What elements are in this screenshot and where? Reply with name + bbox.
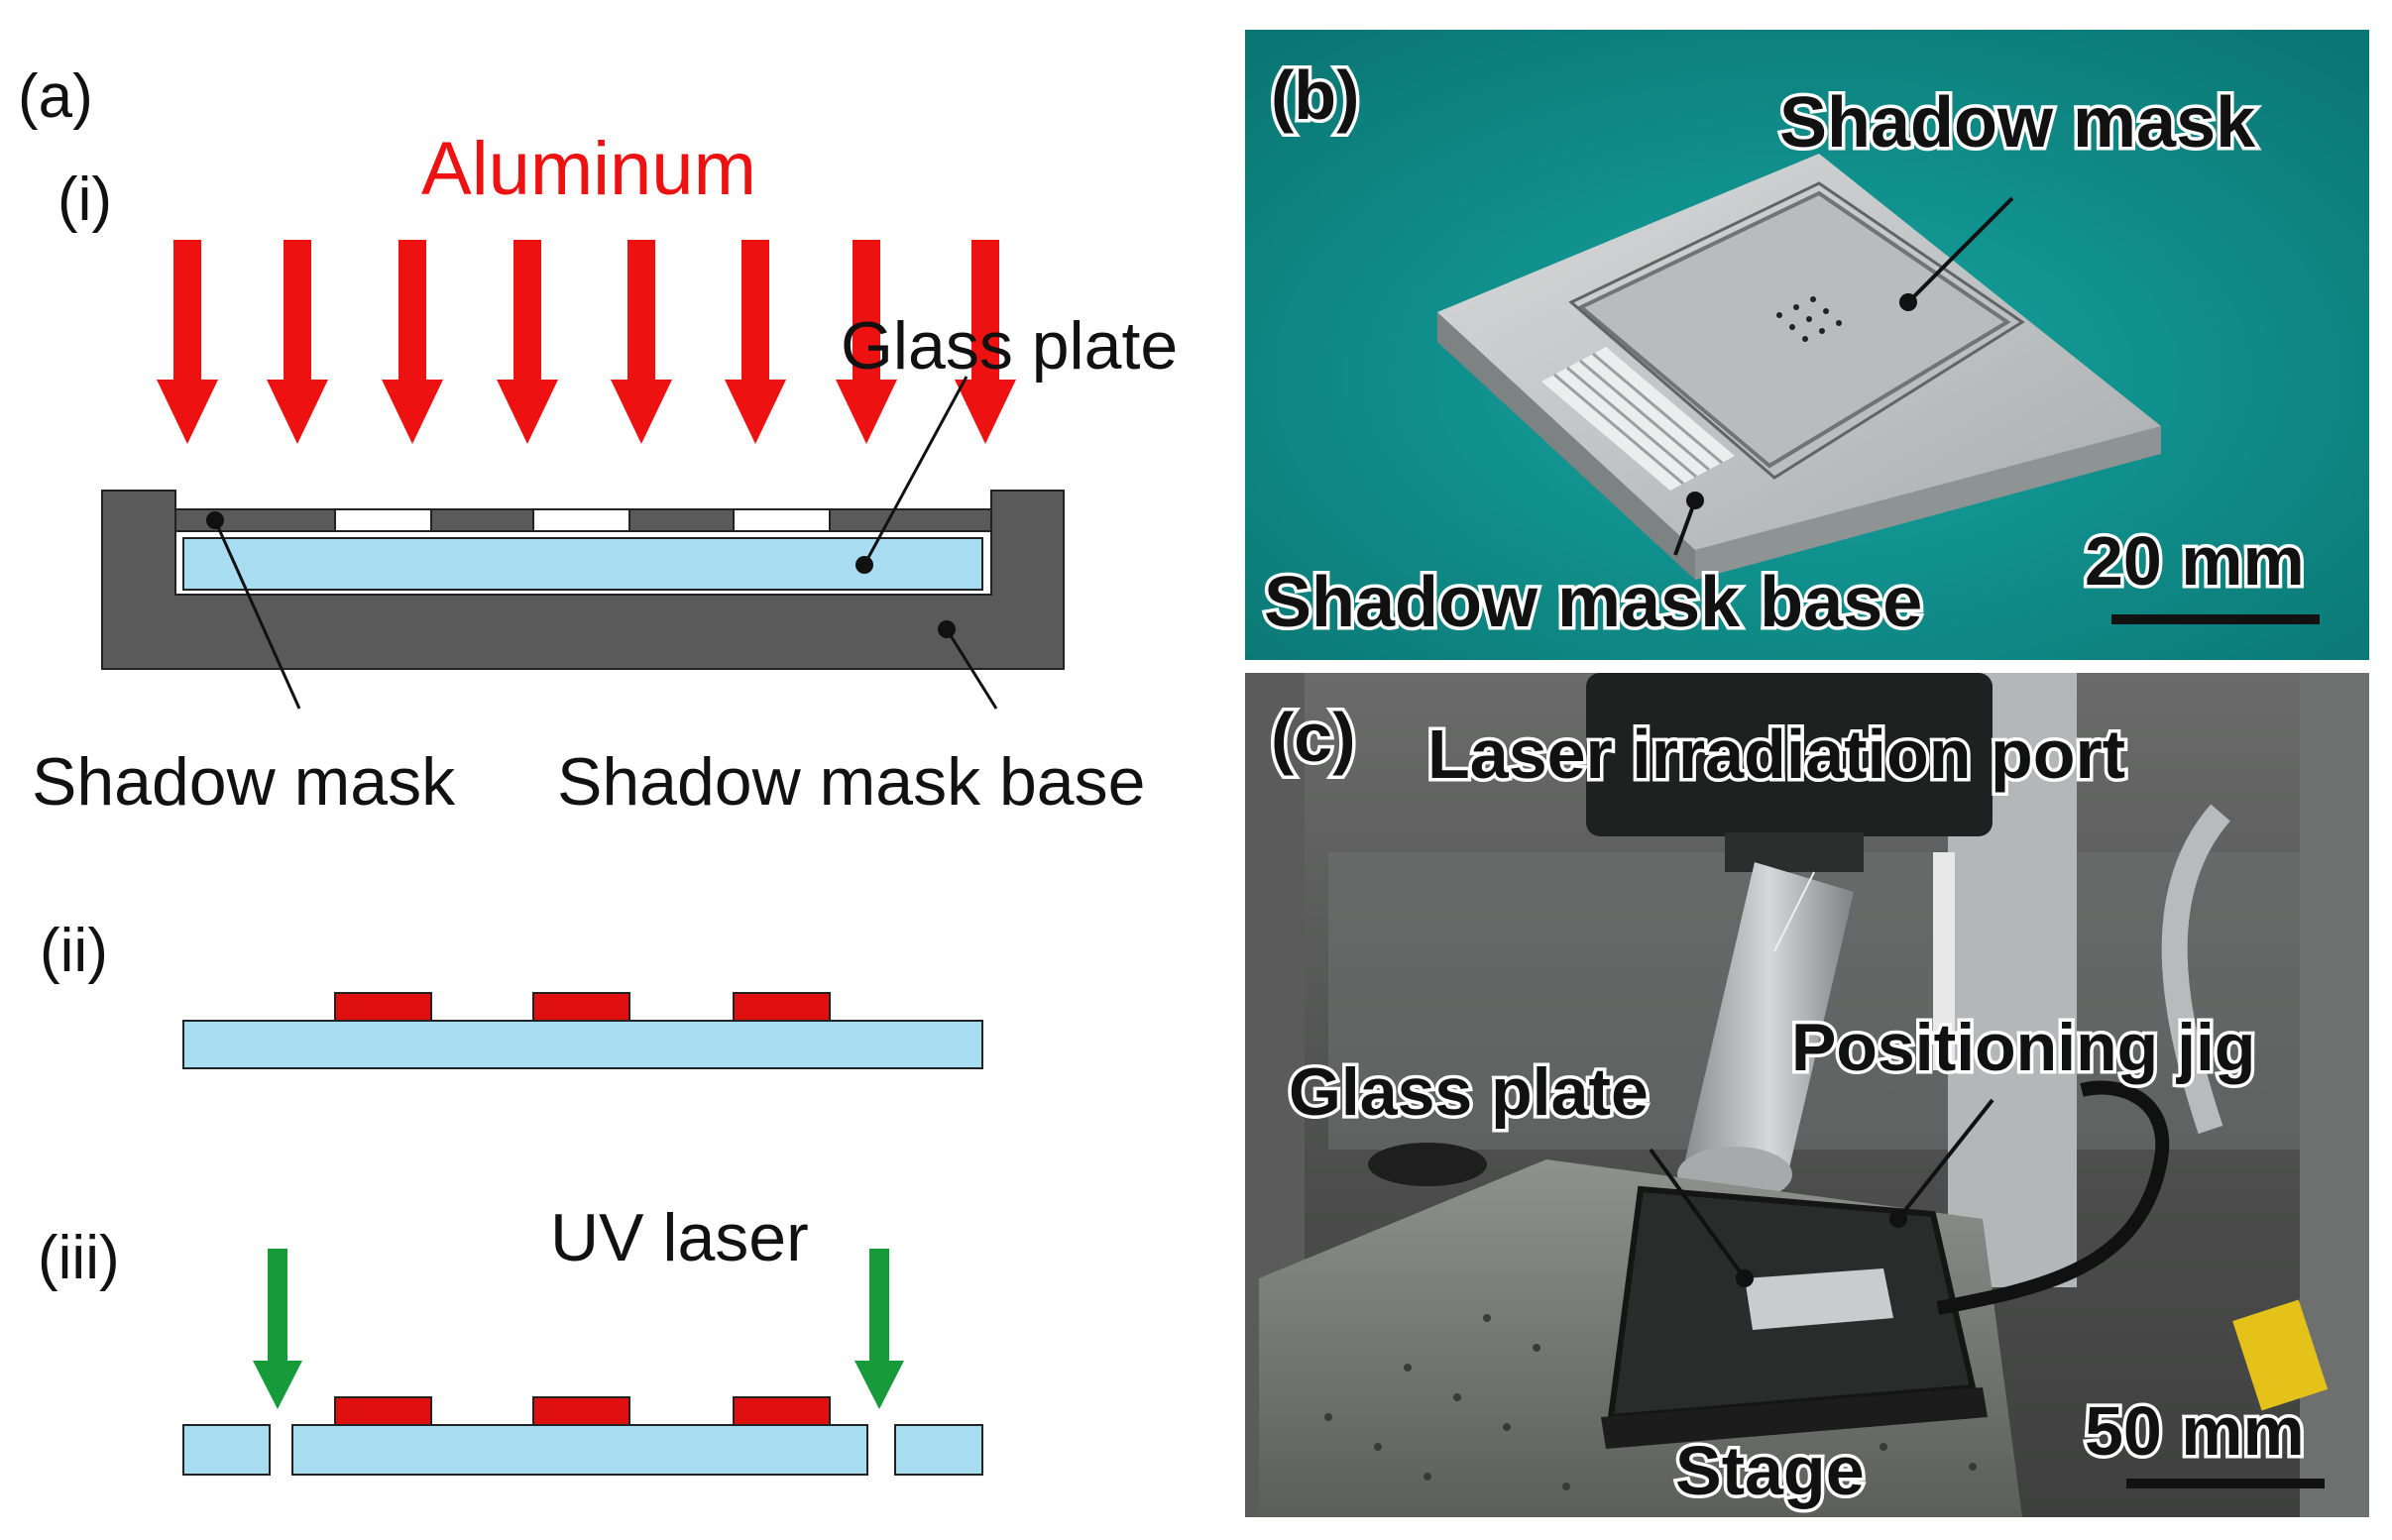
aluminum-arrow bbox=[382, 240, 443, 444]
panel-a: (a) (i) Aluminum bbox=[18, 62, 1178, 1476]
shadow-mask-base-label: Shadow mask base bbox=[557, 744, 1145, 820]
mask-base-side-front bbox=[1695, 426, 2161, 580]
photo-c-jig-dot bbox=[1889, 1210, 1907, 1228]
photo-c-laser-port-label: Laser irradiation port bbox=[1427, 715, 2125, 793]
electrode bbox=[334, 1396, 432, 1426]
uv-laser-arrow bbox=[253, 1249, 302, 1409]
panel-a-label: (a) bbox=[18, 62, 93, 131]
shadow-mask-base-leader-dot bbox=[938, 620, 956, 638]
panel-c-photo: (c) Laser irradiation port Positioning j… bbox=[1245, 673, 2369, 1517]
glass-fragment bbox=[182, 1424, 271, 1476]
panel-b-label: (b) bbox=[1271, 56, 1359, 134]
electrode bbox=[733, 1396, 831, 1426]
photo-b-scale-bar bbox=[2111, 614, 2320, 624]
photo-b-shadow-mask-leader bbox=[1906, 196, 2014, 304]
yellow-tag bbox=[2232, 1299, 2329, 1411]
photo-c-glass-dot bbox=[1736, 1269, 1754, 1287]
shadow-mask-leader bbox=[213, 519, 301, 710]
step-iii-label: (iii) bbox=[38, 1224, 120, 1292]
uv-laser-label: UV laser bbox=[550, 1200, 809, 1275]
photo-b-shadow-mask-label: Shadow mask bbox=[1779, 83, 2256, 163]
photo-c-positioning-jig-label: Positioning jig bbox=[1791, 1010, 2255, 1085]
aluminum-arrows bbox=[157, 240, 1016, 444]
shadow-mask-plate bbox=[1577, 190, 2011, 469]
glass-plate bbox=[182, 537, 983, 591]
photo-c-stage-label: Stage bbox=[1675, 1432, 1865, 1509]
glass-plate-label: Glass plate bbox=[841, 308, 1178, 384]
glass-plate-photo bbox=[1745, 1268, 1893, 1330]
electrode bbox=[532, 992, 630, 1022]
cross-section-i: Glass plate Shadow mask Shadow mask base bbox=[32, 308, 1178, 820]
glass-plate-leader-dot bbox=[855, 556, 873, 574]
photo-c-jig-leader bbox=[1896, 1098, 1994, 1221]
shadow-mask-leader-dot bbox=[206, 511, 224, 529]
cross-section-ii bbox=[182, 992, 983, 1069]
jig-rim bbox=[1601, 1387, 1988, 1449]
photo-b-scale-label: 20 mm bbox=[2085, 522, 2305, 600]
glass-plate bbox=[182, 1020, 983, 1069]
mask-opening bbox=[733, 508, 831, 532]
shadow-mask-label: Shadow mask bbox=[32, 744, 456, 820]
laser-head-ring bbox=[1725, 832, 1864, 872]
glass-plate-leader bbox=[862, 376, 968, 566]
photo-b-mask-base-dot bbox=[1686, 492, 1704, 509]
mask-opening bbox=[334, 508, 432, 532]
aluminum-arrow bbox=[836, 240, 897, 444]
photo-b-shadow-mask-dot bbox=[1899, 293, 1917, 311]
glass-fragment bbox=[894, 1424, 983, 1476]
photo-c-scale-bar bbox=[2126, 1479, 2325, 1488]
glass-plate bbox=[291, 1424, 868, 1476]
photo-b-mask-base-leader bbox=[1673, 499, 1697, 556]
step-ii-label: (ii) bbox=[40, 917, 108, 985]
electrode bbox=[532, 1396, 630, 1426]
pad-stripes bbox=[1553, 352, 1723, 486]
aluminum-label: Aluminum bbox=[421, 127, 756, 211]
photo-c-scale-label: 50 mm bbox=[2085, 1392, 2305, 1470]
gooseneck bbox=[2161, 804, 2230, 1135]
photo-c-port-leader bbox=[1773, 871, 1815, 952]
flex-duct bbox=[1685, 862, 1854, 1189]
uv-laser-arrow bbox=[854, 1249, 904, 1409]
aluminum-arrow bbox=[955, 240, 1016, 444]
striped-pad bbox=[1541, 347, 1735, 491]
photo-b-shadow-mask-base-label: Shadow mask base bbox=[1264, 563, 1922, 642]
column-ruler bbox=[1933, 852, 1955, 1070]
cross-section-iii bbox=[182, 1249, 983, 1476]
mask-base-side-left bbox=[1437, 312, 1695, 580]
step-i-label: (i) bbox=[57, 165, 112, 234]
photo-c-glass-plate-label: Glass plate bbox=[1289, 1054, 1649, 1130]
aluminum-arrow bbox=[725, 240, 786, 444]
dark-object bbox=[1368, 1143, 1487, 1186]
electrode bbox=[733, 992, 831, 1022]
aluminum-arrow bbox=[611, 240, 672, 444]
panel-b-photo: (b) Shadow mask Shadow mask base 20 mm bbox=[1245, 30, 2369, 660]
aluminum-arrow bbox=[157, 240, 218, 444]
photo-c-glass-leader bbox=[1649, 1148, 1747, 1280]
aluminum-arrow bbox=[267, 240, 328, 444]
mask-holes bbox=[1776, 296, 1842, 342]
aluminum-arrow bbox=[497, 240, 558, 444]
panel-c-label: (c) bbox=[1271, 699, 1356, 776]
mask-recess-edge bbox=[1568, 181, 2025, 480]
mask-opening bbox=[532, 508, 630, 532]
shadow-mask-base-leader bbox=[945, 628, 998, 710]
laser-head bbox=[1586, 673, 1993, 836]
electrode bbox=[334, 992, 432, 1022]
cable bbox=[1936, 1080, 2170, 1315]
